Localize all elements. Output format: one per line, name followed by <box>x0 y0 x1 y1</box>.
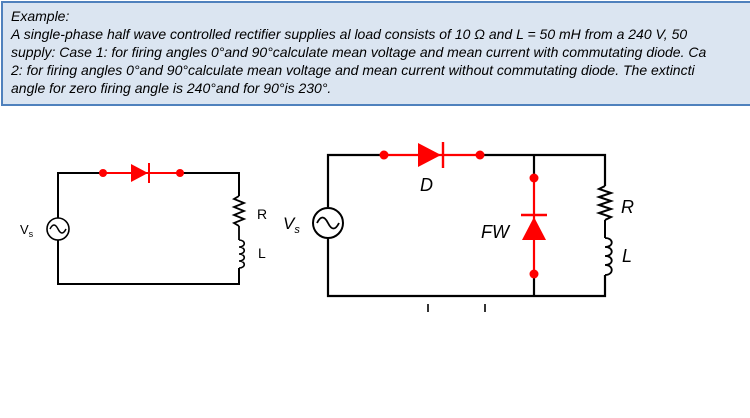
circuit-2-wire <box>326 153 384 207</box>
circuit-1-wire <box>57 172 103 218</box>
circuit-1-source-label: Vs <box>20 222 34 239</box>
circuit-2-wire <box>326 238 607 298</box>
circuit-2-inductor <box>604 237 613 276</box>
circuit-1-diode <box>99 163 184 183</box>
circuit-2: D FW Vs R L <box>283 142 634 312</box>
circuit-1-inductor <box>238 239 246 269</box>
example-line-4: angle for zero firing angle is 240°and f… <box>11 80 332 96</box>
circuit-1-wire <box>57 240 240 285</box>
circuit-2-ac-source <box>312 207 344 239</box>
circuit-1-wire <box>180 172 240 196</box>
circuit-2-source-label: Vs <box>283 214 300 236</box>
example-title: Example: <box>11 8 70 24</box>
circuit-2-diode-label: D <box>420 175 433 195</box>
circuit-2-resistor-label: R <box>621 197 634 217</box>
circuit-2-freewheel-label: FW <box>481 222 511 242</box>
circuit-1-ac-source <box>46 217 70 241</box>
circuit-1-resistor-label: R <box>257 206 267 222</box>
example-line-2: supply: Case 1: for firing angles 0°and … <box>11 44 707 60</box>
example-text-box: Example: A single-phase half wave contro… <box>1 1 750 106</box>
circuit-2-diode-d <box>379 142 485 168</box>
circuit-1-inductor-label: L <box>258 245 266 261</box>
example-line-3: 2: for firing angles 0°and 90°calculate … <box>11 62 695 78</box>
circuit-2-inductor-label: L <box>622 246 632 266</box>
circuit-2-freewheel-diode <box>521 173 547 279</box>
circuit-2-wire <box>480 153 607 186</box>
circuit-1-resistor <box>231 195 247 227</box>
circuit-2-resistor <box>595 185 615 221</box>
example-line-1: A single-phase half wave controlled rect… <box>11 26 688 42</box>
circuit-1: Vs R L <box>20 163 267 285</box>
